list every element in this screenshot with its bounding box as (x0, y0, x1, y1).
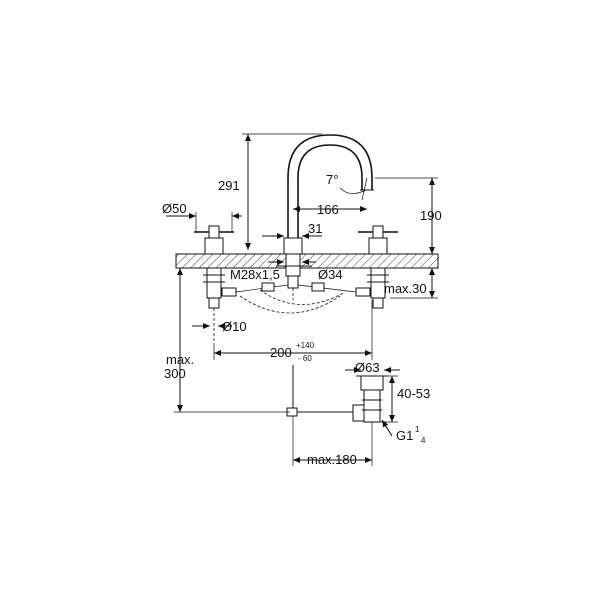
spout (276, 134, 374, 289)
label-diameter-34: Ø34 (318, 267, 343, 282)
label-31: 31 (308, 221, 322, 236)
centerlines (213, 288, 294, 345)
hoses (235, 282, 357, 314)
label-40-53: 40-53 (397, 386, 430, 401)
label-190: 190 (420, 208, 442, 223)
label-diameter-63: Ø63 (355, 360, 380, 375)
label-max-30: max.30 (384, 281, 427, 296)
dimension-lines (166, 133, 438, 466)
label-diameter-50: Ø50 (162, 201, 187, 216)
label-291: 291 (218, 178, 240, 193)
label-7-degree: 7° (326, 172, 338, 187)
label-200-minus-tolerance: - 60 (298, 354, 312, 363)
label-diameter-10: Ø10 (222, 319, 247, 334)
label-g1-thread: G1 (396, 428, 413, 443)
label-200: 200 (270, 345, 292, 360)
label-max-180: max.180 (307, 452, 357, 467)
label-g1-numerator: 1 (415, 425, 420, 434)
label-g1-denominator: 4 (421, 436, 426, 445)
label-max: max. (166, 352, 194, 367)
label-200-plus-tolerance: +140 (296, 341, 315, 350)
label-m28-thread: M28x1,5 (230, 267, 280, 282)
label-300: 300 (164, 366, 186, 381)
label-166: 166 (317, 202, 339, 217)
left-valve (194, 225, 237, 309)
right-valve (355, 225, 398, 309)
drain-assembly (286, 365, 388, 423)
dimension-labels: 291 7° 166 190 Ø50 31 M28x1,5 Ø34 max.30… (162, 172, 442, 467)
